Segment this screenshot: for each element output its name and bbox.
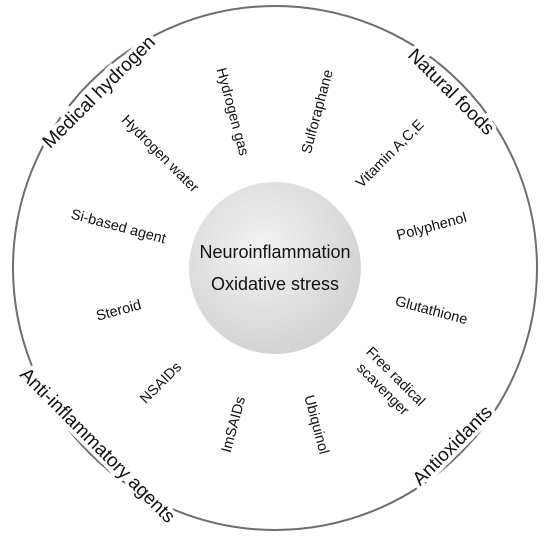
center-text-1: Neuroinflammation (199, 242, 350, 262)
center-text-2: Oxidative stress (211, 274, 339, 294)
center-circle (189, 182, 361, 354)
